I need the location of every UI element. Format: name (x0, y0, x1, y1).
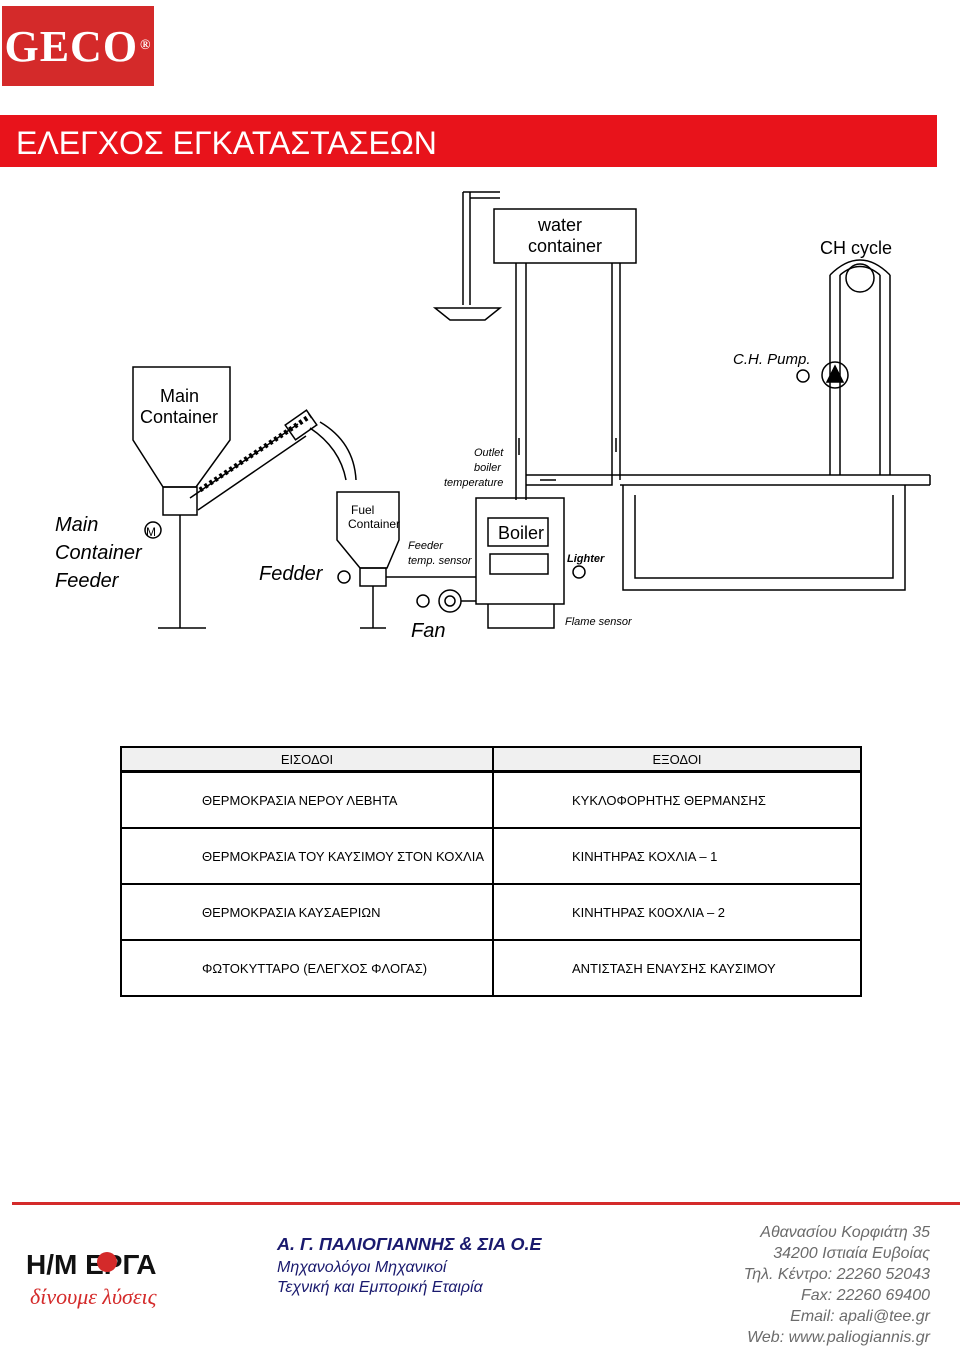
label-feeder-2: Container (55, 542, 143, 564)
label-outlet-1: Outlet (474, 447, 504, 459)
fuel-container-hopper (336, 491, 400, 569)
sink-icon (432, 307, 503, 321)
water-container-box (493, 208, 637, 264)
table-header-row: ΕΙΣΟΔΟΙ ΕΞΟΔΟΙ (120, 746, 862, 773)
company-name: Α. Γ. ΠΑΛΙΟΓΙΑΝΝΗΣ & ΣΙΑ Ο.Ε (277, 1234, 542, 1254)
header-outputs: ΕΞΟΔΟΙ (492, 746, 862, 773)
label-flame-sensor: Flame sensor (565, 616, 633, 628)
label-fuel-1: Fuel (351, 503, 374, 517)
hm-erga-logo: Η/Μ ΕΡΓΑ δίνουμε λύσεις (26, 1249, 158, 1309)
gear-icon (97, 1252, 117, 1272)
label-ch-pump: C.H. Pump. (733, 351, 811, 368)
geco-logo: GECO® (2, 6, 154, 86)
address-line: Αθανασίου Κορφιάτη 35 (760, 1224, 930, 1241)
label-fuel-2: Container (348, 517, 400, 531)
label-feeder-sensor-1: Feeder (408, 540, 444, 552)
label-main-container-1: Main (160, 386, 199, 406)
logo-text: GECO (4, 21, 139, 71)
phone-line: Τηλ. Κέντρο: 22260 52043 (743, 1266, 930, 1283)
label-outlet-3: temperature (444, 477, 503, 489)
table-row: ΦΩΤΟΚΥΤΤΑΡΟ (ΕΛΕΓΧΟΣ ΦΛΟΓΑΣ) ΑΝΤΙΣΤΑΣΗ Ε… (120, 939, 862, 997)
label-ch-cycle: CH cycle (820, 238, 892, 258)
page-title: ΕΛΕΓΧΟΣ ΕΓΚΑΤΑΣΤΑΣΕΩΝ (16, 125, 437, 161)
label-main-container-2: Container (140, 407, 218, 427)
input-cell: ΘΕΡΜΟΚΡΑΣΙΑ ΤΟΥ ΚΑΥΣΙΜΟΥ ΣΤΟΝ ΚΟΧΛΙΑ (120, 827, 494, 885)
lighter-icon (572, 565, 586, 579)
label-boiler: Boiler (498, 523, 544, 543)
header-inputs: ΕΙΣΟΔΟΙ (120, 746, 494, 773)
input-cell: ΘΕΡΜΟΚΡΑΣΙΑ ΚΑΥΣΑΕΡΙΩΝ (120, 883, 494, 941)
label-outlet-2: boiler (474, 462, 502, 474)
boiler-box (475, 497, 565, 605)
footer-logo-bottom: δίνουμε λύσεις (30, 1284, 158, 1309)
label-feeder-3: Feeder (55, 570, 120, 592)
table-row: ΘΕΡΜΟΚΡΑΣΙΑ ΚΑΥΣΑΕΡΙΩΝ ΚΙΝΗΤΗΡΑΣ Κ0ΟΧΛΙΑ… (120, 883, 862, 941)
fax-line: Fax: 22260 69400 (801, 1287, 930, 1304)
motor-icon (144, 521, 162, 539)
output-cell: ΚΙΝΗΤΗΡΑΣ Κ0ΟΧΛΙΑ – 2 (492, 883, 862, 941)
website-link[interactable]: Web: www.paliogiannis.gr (747, 1329, 930, 1346)
installation-diagram: water container CH cycle Main Container … (55, 191, 931, 642)
fan-icon (438, 589, 462, 613)
title-banner: ΕΛΕΓΧΟΣ ΕΓΚΑΤΑΣΤΑΣΕΩΝ (0, 115, 937, 167)
label-lighter: Lighter (567, 553, 605, 565)
label-feeder-1: Main (55, 514, 98, 536)
ch-pump-icon (821, 361, 849, 389)
company-info: Α. Γ. ΠΑΛΙΟΓΙΑΝΝΗΣ & ΣΙΑ Ο.Ε Μηχανολόγοι… (277, 1234, 542, 1297)
company-line-2: Τεχνική και Εμπορική Εταιρία (277, 1279, 483, 1296)
company-line-1: Μηχανολόγοι Μηχανικοί (277, 1259, 447, 1276)
label-fedder: Fedder (259, 563, 324, 585)
label-water: water (537, 215, 582, 235)
email-link[interactable]: Email: apali@tee.gr (790, 1308, 930, 1325)
label-feeder-sensor-2: temp. sensor (408, 555, 473, 567)
label-motor: M (146, 525, 156, 539)
output-cell: ΑΝΤΙΣΤΑΣΗ ΕΝΑΥΣΗΣ ΚΑΥΣΙΜΟΥ (492, 939, 862, 997)
output-cell: ΚΥΚΛΟΦΟΡΗΤΗΣ ΘΕΡΜΑΝΣΗΣ (492, 770, 862, 829)
contact-info: Αθανασίου Κορφιάτη 35 34200 Ιστιαία Ευβο… (744, 1222, 930, 1348)
registered-mark: ® (140, 38, 152, 53)
footer-logo-top: Η/Μ ΕΡΓΑ (26, 1249, 156, 1280)
table-row: ΘΕΡΜΟΚΡΑΣΙΑ ΝΕΡΟΥ ΛΕΒΗΤΑ ΚΥΚΛΟΦΟΡΗΤΗΣ ΘΕ… (120, 770, 862, 829)
city-line: 34200 Ιστιαία Ευβοίας (773, 1245, 930, 1262)
label-fan: Fan (411, 620, 445, 642)
output-cell: ΚΙΝΗΤΗΡΑΣ ΚΟΧΛΙΑ – 1 (492, 827, 862, 885)
input-cell: ΦΩΤΟΚΥΤΤΑΡΟ (ΕΛΕΓΧΟΣ ΦΛΟΓΑΣ) (120, 939, 494, 997)
main-container-hopper (132, 366, 231, 488)
table-row: ΘΕΡΜΟΚΡΑΣΙΑ ΤΟΥ ΚΑΥΣΙΜΟΥ ΣΤΟΝ ΚΟΧΛΙΑ ΚΙΝ… (120, 827, 862, 885)
ch-cycle-pump-icon (845, 263, 875, 293)
input-cell: ΘΕΡΜΟΚΡΑΣΙΑ ΝΕΡΟΥ ΛΕΒΗΤΑ (120, 770, 494, 829)
label-container: container (528, 236, 602, 256)
io-table: ΕΙΣΟΔΟΙ ΕΞΟΔΟΙ ΘΕΡΜΟΚΡΑΣΙΑ ΝΕΡΟΥ ΛΕΒΗΤΑ … (120, 746, 862, 997)
footer-divider (12, 1202, 960, 1205)
